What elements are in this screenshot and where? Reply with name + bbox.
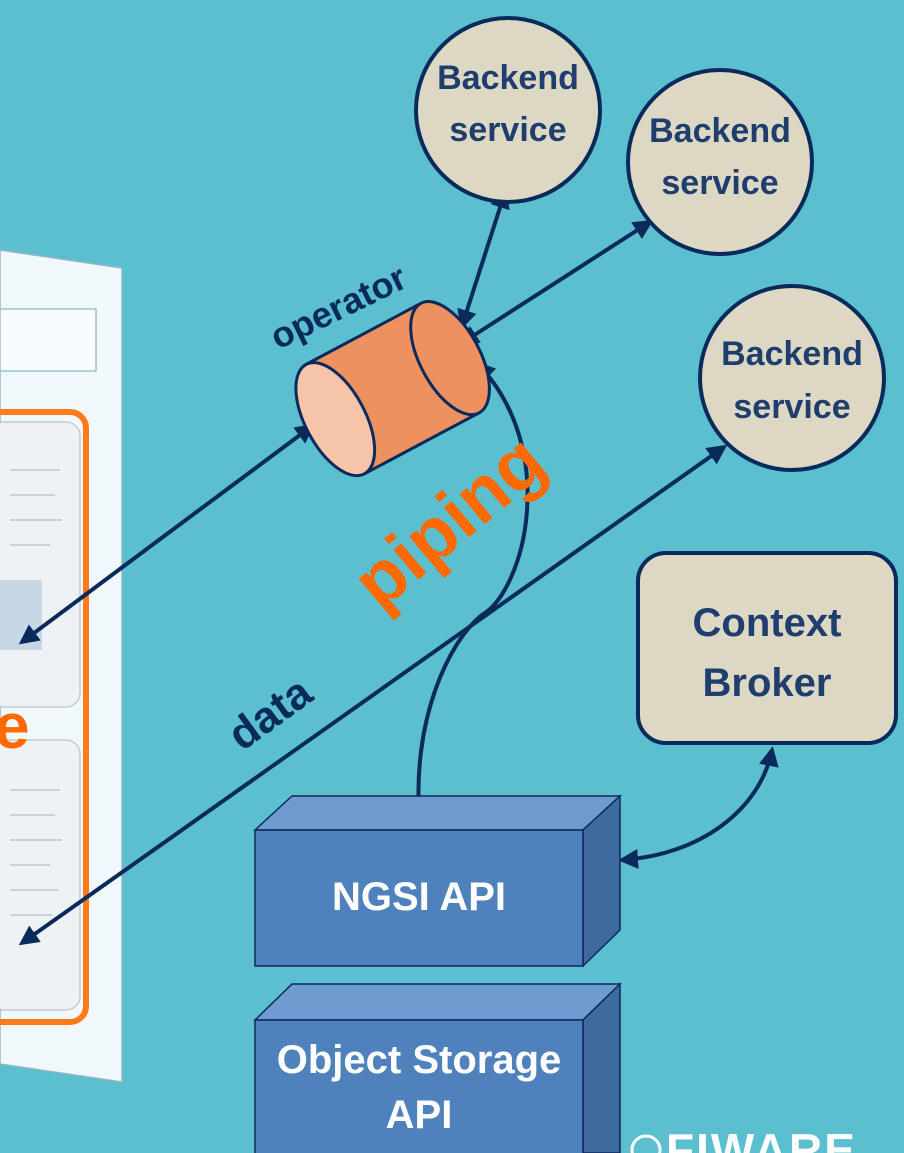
object-storage-label-line1: Object Storage	[277, 1038, 562, 1082]
backend-service-1: Backend service	[414, 16, 602, 204]
backend-service-1-line1: Backend	[437, 59, 579, 97]
connections	[18, 188, 779, 946]
panel-header-bar	[0, 308, 97, 372]
backend-service-3: Backend service	[698, 284, 886, 472]
widget-card-bottom	[0, 739, 81, 1011]
operator-service2-arrow	[458, 219, 654, 346]
fiware-logo-text: FIWARE	[666, 1124, 857, 1153]
operator-cylinder	[294, 300, 491, 478]
object-storage-label-line2: API	[386, 1093, 453, 1137]
data-arrow	[18, 444, 728, 946]
fiware-logo: FIWARE	[630, 1124, 857, 1153]
context-broker-line1: Context	[693, 601, 842, 645]
mashup-panel: e	[0, 249, 123, 1083]
context-broker-line2: Broker	[703, 661, 832, 705]
backend-service-3-line1: Backend	[721, 335, 863, 373]
ngsi-api-label: NGSI API	[332, 875, 506, 919]
widget-image-placeholder	[0, 580, 42, 650]
ngsi-broker-arrow	[618, 746, 779, 869]
backend-service-3-line2: service	[733, 388, 850, 426]
object-storage-api-box: Object Storage API	[253, 982, 622, 1153]
backend-service-2: Backend service	[626, 68, 814, 256]
backend-service-1-line2: service	[449, 111, 566, 149]
backend-service-2-line2: service	[661, 164, 778, 202]
context-broker: Context Broker	[636, 551, 898, 745]
widget-card-top	[0, 421, 81, 708]
data-label: data	[219, 667, 321, 760]
fiware-logo-icon	[630, 1134, 662, 1153]
operator-service1-arrow	[457, 188, 510, 330]
partial-widget-label: e	[0, 690, 30, 762]
ngsi-api-box: NGSI API	[253, 794, 622, 968]
backend-service-2-line1: Backend	[649, 112, 791, 150]
piping-arrow	[408, 361, 530, 830]
